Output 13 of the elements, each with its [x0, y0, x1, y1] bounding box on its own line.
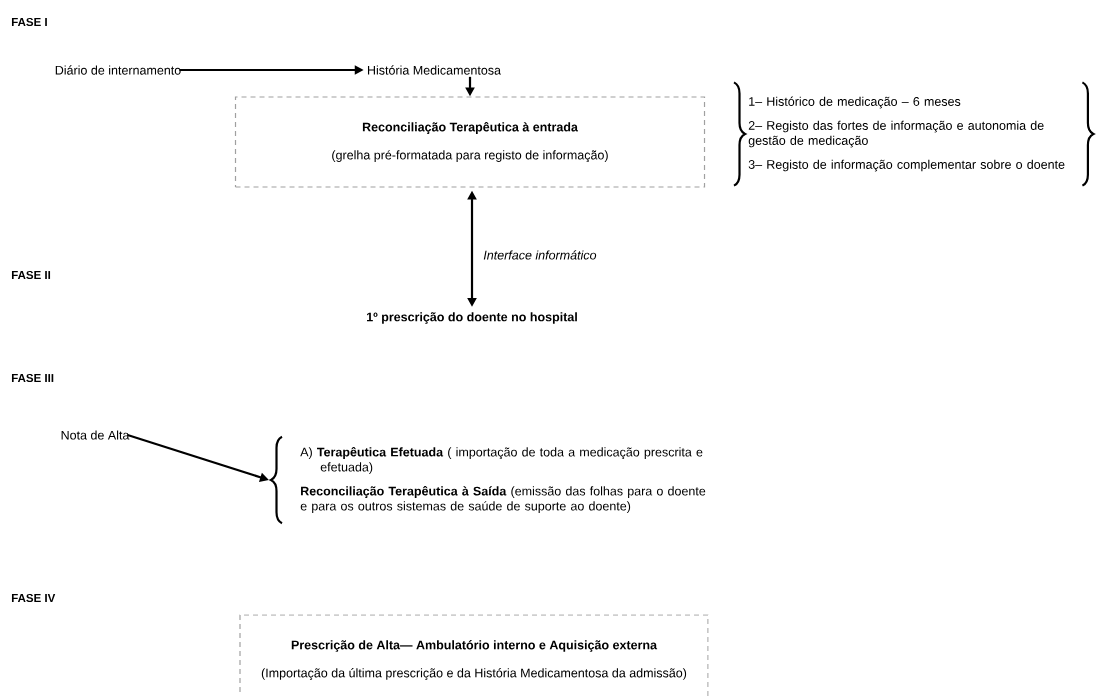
text-label: História Medicamentosa [368, 65, 501, 75]
phase-heading: FASE III [11, 373, 54, 383]
dashed-box: Prescrição de Alta— Ambulatório interno e Aquisição externa (Importação da última prescrição e da História Medicamentosa da admissão) [239, 614, 709, 696]
bracketed-list: A) Terapêutica Efetuada ( importação de toda a medicação prescrita e efetuada) Reconciliação Terapêutica à Saída (emissão das folhas para o doente e para os outros sistemas de saúde de suporte ao doente) [269, 435, 706, 525]
phase-heading: FASE IV [11, 593, 56, 603]
text-label: Nota de Alta [61, 430, 130, 440]
text-label: 1º prescrição do doente no hospital [367, 312, 577, 324]
phase-heading: FASE I [11, 17, 47, 27]
text-label: Diário de internamento [55, 65, 181, 75]
bracketed-list: 1– Histórico de medicação – 6 meses 2– Registo das fortes de informação e autonomia de gestão de medicação 3– Registo de informação complementar sobre o doente [733, 81, 1095, 187]
phase-heading: FASE II [11, 270, 51, 280]
edge-label: Interface informático [483, 250, 597, 260]
dashed-box: Reconciliação Terapêutica à entrada (grelha pré-formatada para registo de informação) [234, 96, 706, 188]
